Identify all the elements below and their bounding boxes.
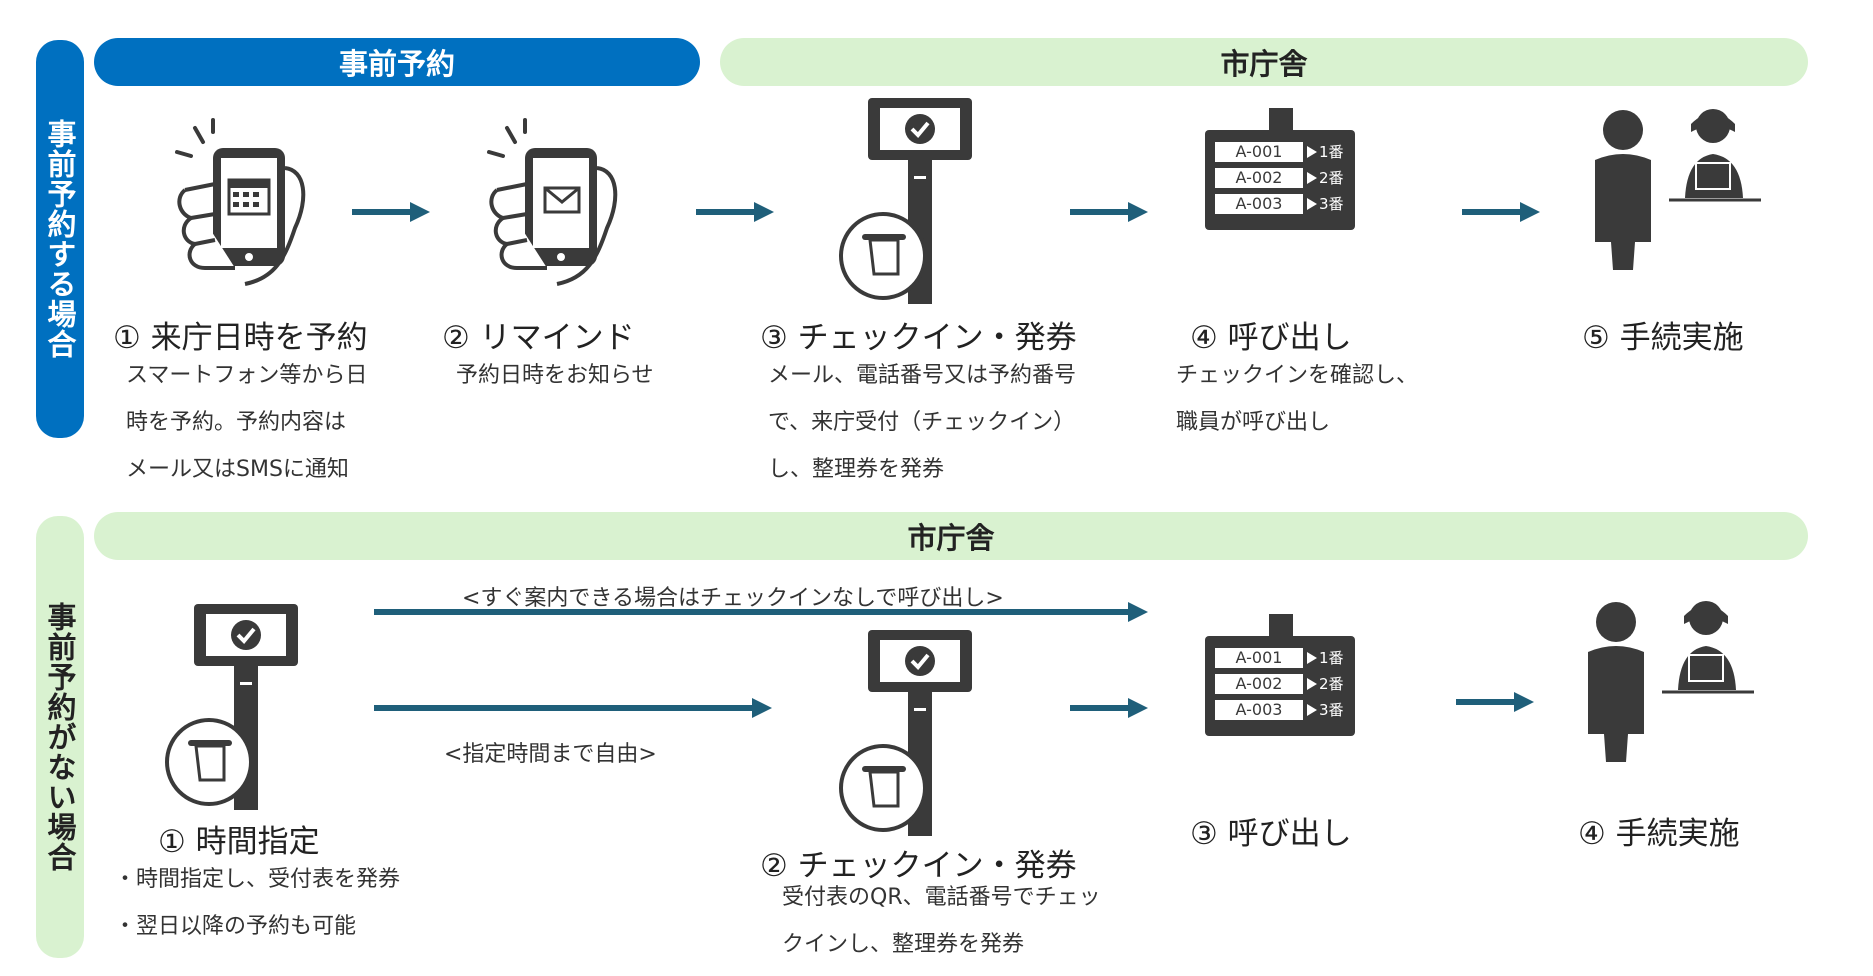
band-city-hall-top-label: 市庁舎 bbox=[1220, 47, 1308, 81]
side-label-walkin: 事前予約がない場合 bbox=[36, 516, 84, 958]
arrow-r2-3 bbox=[1456, 692, 1534, 712]
step-title-r2-4: ④ 手続実施 bbox=[1578, 808, 1740, 853]
queue-window-number: 2番 bbox=[1319, 169, 1344, 187]
desc-line: で、来庁受付（チェックイン） bbox=[768, 410, 1076, 435]
arrow-r1-2 bbox=[696, 202, 774, 222]
step-title-r1-5: ⑤ 手続実施 bbox=[1582, 312, 1744, 357]
step-num: ② bbox=[442, 320, 470, 356]
play-triangle-icon bbox=[1307, 678, 1317, 690]
step-title-text: リマインド bbox=[479, 320, 635, 356]
step-num: ④ bbox=[1190, 320, 1218, 356]
arrow-skip-checkin bbox=[374, 602, 1148, 622]
desc-line: 受付表のQR、電話番号でチェッ bbox=[782, 885, 1101, 910]
queue-ticket-number: A-002 bbox=[1236, 168, 1283, 187]
step-num: ① bbox=[158, 824, 186, 860]
step-title-r1-3: ③ チェックイン・発券 bbox=[760, 312, 1077, 357]
queue-window-number: 2番 bbox=[1319, 675, 1344, 693]
staff-service-icon bbox=[1595, 109, 1761, 270]
step-desc-r1-4: チェックインを確認し、 職員が呼び出し bbox=[1176, 352, 1418, 446]
desc-line: スマートフォン等から日 bbox=[126, 363, 368, 388]
desc-line: メール又はSMSに通知 bbox=[126, 457, 349, 482]
step-desc-r2-2: 受付表のQR、電話番号でチェッ クインし、整理券を発券 bbox=[782, 874, 1101, 968]
phone-mail-icon bbox=[487, 118, 618, 286]
queue-ticket-number: A-003 bbox=[1236, 194, 1283, 213]
play-triangle-icon bbox=[1307, 146, 1317, 158]
arrow-free-time-label: <指定時間まで自由> bbox=[444, 742, 657, 767]
desc-line: チェックインを確認し、 bbox=[1176, 363, 1419, 388]
play-triangle-icon bbox=[1307, 172, 1317, 184]
arrow-r1-4 bbox=[1462, 202, 1540, 222]
step-title-r2-1: ① 時間指定 bbox=[158, 816, 320, 861]
step-title-text: チェックイン・発券 bbox=[797, 320, 1077, 356]
step-num: ① bbox=[113, 320, 141, 356]
play-triangle-icon bbox=[1307, 704, 1317, 716]
step-title-r1-2: ② リマインド bbox=[442, 312, 635, 357]
side-label-reserved-text: 事前予約する場合 bbox=[43, 119, 77, 359]
queue-window-number: 1番 bbox=[1319, 143, 1344, 161]
band-pre-reservation: 事前予約 bbox=[94, 38, 700, 86]
step-title-r2-2: ② チェックイン・発券 bbox=[760, 840, 1077, 885]
band-city-hall-bottom: 市庁舎 bbox=[94, 512, 1808, 560]
desc-line: ・翌日以降の予約も可能 bbox=[114, 914, 357, 939]
side-label-reserved: 事前予約する場合 bbox=[36, 40, 84, 438]
step-title-text: 呼び出し bbox=[1227, 320, 1352, 356]
step-desc-r1-2: 予約日時をお知らせ bbox=[456, 352, 654, 399]
kiosk-icon bbox=[839, 630, 972, 836]
step-desc-r2-1: ・時間指定し、受付表を発券 ・翌日以降の予約も可能 bbox=[114, 856, 400, 950]
play-triangle-icon bbox=[1307, 652, 1317, 664]
side-label-walkin-text: 事前予約がない場合 bbox=[43, 602, 77, 872]
arrow-r1-3 bbox=[1070, 202, 1148, 222]
kiosk-icon bbox=[839, 98, 972, 304]
step-num: ⑤ bbox=[1582, 320, 1610, 356]
band-city-hall-top: 市庁舎 bbox=[720, 38, 1808, 86]
arrow-r1-1 bbox=[352, 202, 430, 222]
queue-ticket-number: A-001 bbox=[1236, 142, 1283, 161]
queue-board-icon: A-001 1番 A-002 2番 A-003 3番 bbox=[1205, 108, 1355, 230]
step-title-text: チェックイン・発券 bbox=[797, 848, 1077, 884]
arrow-skip-checkin-label: <すぐ案内できる場合はチェックインなしで呼び出し> bbox=[462, 586, 1004, 611]
step-num: ④ bbox=[1578, 816, 1606, 852]
arrow-r2-2 bbox=[1070, 698, 1148, 718]
step-num: ③ bbox=[760, 320, 788, 356]
desc-line: 予約日時をお知らせ bbox=[456, 363, 654, 388]
desc-line: 時を予約。予約内容は bbox=[126, 410, 347, 435]
queue-window-number: 1番 bbox=[1319, 649, 1344, 667]
band-city-hall-bottom-label: 市庁舎 bbox=[907, 521, 995, 555]
arrow-free-time bbox=[374, 698, 772, 718]
queue-board-icon: A-001 1番 A-002 2番 A-003 3番 bbox=[1205, 614, 1355, 736]
desc-line: し、整理券を発券 bbox=[768, 457, 945, 482]
play-triangle-icon bbox=[1307, 198, 1317, 210]
step-title-r2-3: ③ 呼び出し bbox=[1190, 808, 1352, 853]
step-title-r1-4: ④ 呼び出し bbox=[1190, 312, 1352, 357]
step-desc-r1-3: メール、電話番号又は予約番号 で、来庁受付（チェックイン） し、整理券を発券 bbox=[768, 352, 1076, 493]
kiosk-icon bbox=[165, 604, 298, 810]
step-num: ② bbox=[760, 848, 788, 884]
desc-line: メール、電話番号又は予約番号 bbox=[768, 363, 1077, 388]
desc-line: ・時間指定し、受付表を発券 bbox=[114, 867, 401, 892]
step-title-text: 手続実施 bbox=[1615, 816, 1740, 852]
desc-line: 職員が呼び出し bbox=[1176, 410, 1331, 435]
queue-ticket-number: A-002 bbox=[1236, 674, 1283, 693]
step-num: ③ bbox=[1190, 816, 1218, 852]
step-title-text: 呼び出し bbox=[1227, 816, 1352, 852]
step-title-text: 手続実施 bbox=[1619, 320, 1744, 356]
step-title-r1-1: ① 来庁日時を予約 bbox=[113, 312, 368, 357]
step-title-text: 時間指定 bbox=[195, 824, 320, 860]
queue-ticket-number: A-003 bbox=[1236, 700, 1283, 719]
phone-calendar-icon bbox=[175, 118, 306, 286]
band-pre-reservation-label: 事前予約 bbox=[338, 47, 455, 81]
desc-line: クインし、整理券を発券 bbox=[782, 932, 1025, 957]
queue-window-number: 3番 bbox=[1319, 701, 1344, 719]
step-title-text: 来庁日時を予約 bbox=[150, 320, 368, 356]
staff-service-icon bbox=[1588, 601, 1754, 762]
step-desc-r1-1: スマートフォン等から日 時を予約。予約内容は メール又はSMSに通知 bbox=[126, 352, 367, 493]
queue-ticket-number: A-001 bbox=[1236, 648, 1283, 667]
queue-window-number: 3番 bbox=[1319, 195, 1344, 213]
